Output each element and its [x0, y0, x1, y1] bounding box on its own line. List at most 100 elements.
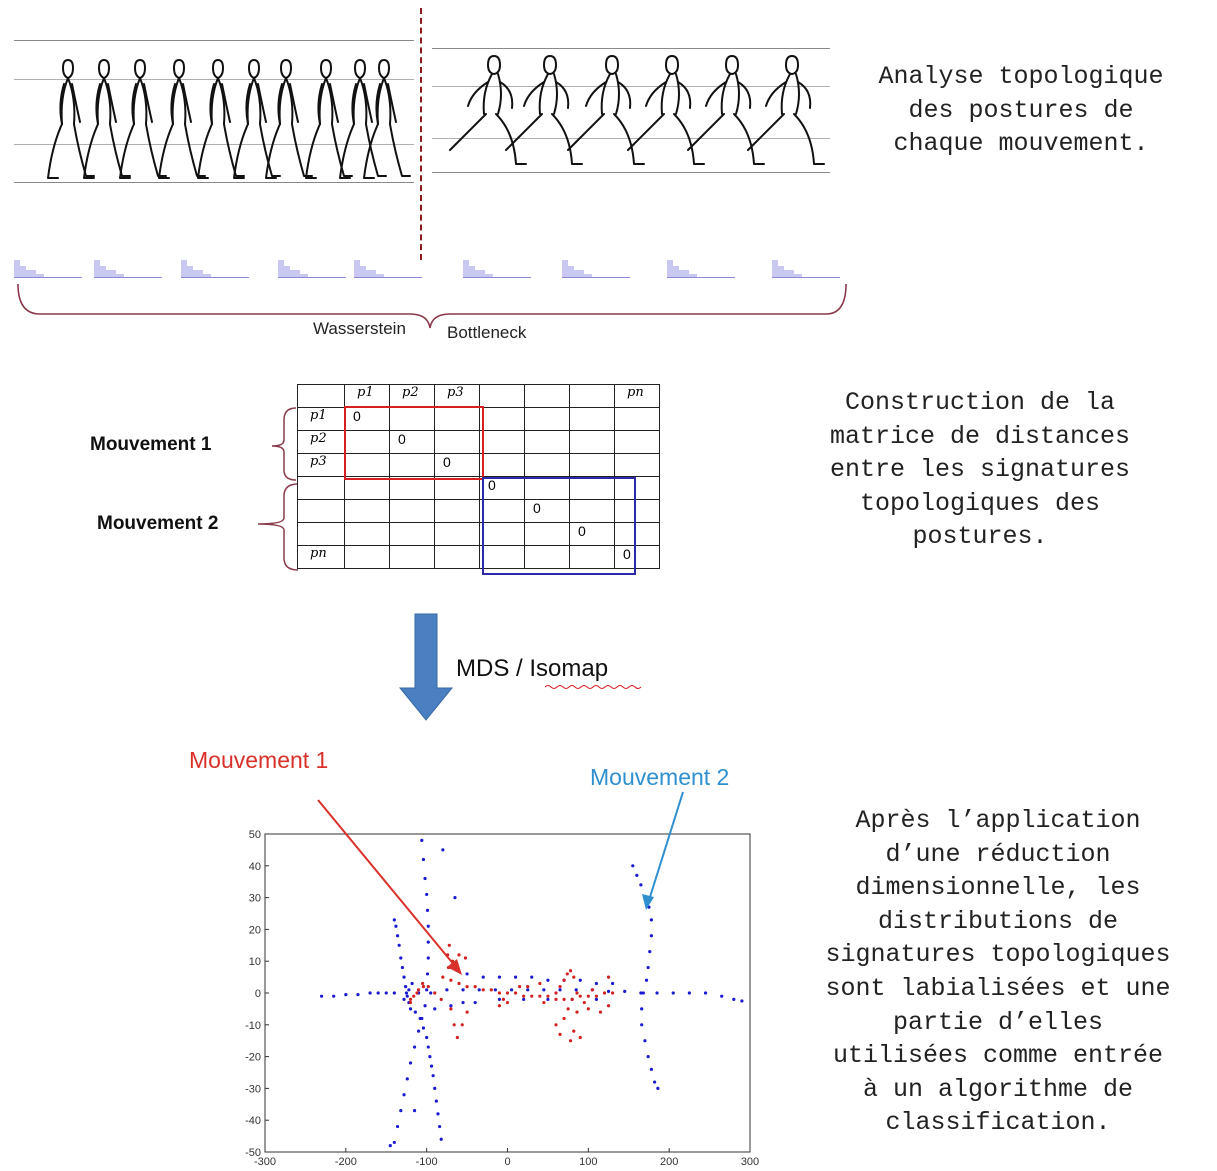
data-point [575, 1010, 579, 1014]
matrix-col-header [297, 384, 345, 408]
matrix-row-label [297, 522, 345, 546]
matrix-cell [479, 407, 525, 431]
data-point [436, 1112, 440, 1116]
data-point [408, 1007, 413, 1011]
data-point [426, 956, 430, 960]
y-tick-label: -40 [245, 1115, 261, 1127]
data-point [446, 965, 451, 970]
data-point [431, 1074, 435, 1078]
matrix-cell [344, 476, 390, 500]
y-tick-label: -10 [245, 1020, 261, 1032]
data-point [481, 988, 485, 992]
running-postures-strip [432, 48, 830, 176]
data-point [582, 1000, 586, 1005]
data-point [426, 985, 430, 989]
data-point [384, 991, 388, 995]
data-point [546, 997, 550, 1001]
y-tick-label: 50 [249, 829, 261, 841]
data-point [405, 1077, 409, 1081]
matrix-cell [614, 430, 660, 454]
matrix-cell [569, 407, 615, 431]
data-point [513, 991, 518, 995]
data-point [497, 975, 502, 979]
running-figure [449, 55, 527, 165]
persistence-diagram-thumbnail [667, 260, 735, 278]
data-point [509, 988, 514, 992]
data-point [575, 991, 579, 995]
data-point [433, 991, 437, 995]
plot-movement-2-label: Mouvement 2 [590, 764, 730, 790]
data-point [395, 1124, 400, 1129]
data-point [376, 991, 380, 995]
x-tick-label: -200 [335, 1156, 357, 1165]
bottleneck-label: Bottleneck [447, 323, 527, 342]
data-point [639, 991, 643, 995]
walking-postures-strip [14, 40, 414, 184]
data-point [356, 992, 360, 997]
data-point [586, 1007, 590, 1011]
data-point [404, 985, 408, 989]
series-mouvement-2 [319, 838, 744, 1148]
data-point [732, 997, 736, 1001]
y-tick-label: 40 [249, 861, 261, 873]
matrix-row: pn 0 [297, 545, 660, 569]
data-point [623, 989, 627, 994]
y-tick-label: 20 [249, 924, 261, 936]
diagonal-zero: 0 [398, 431, 406, 447]
data-point [445, 988, 449, 992]
matrix-cell: 0 [569, 522, 615, 546]
matrix-cell: 0 [434, 453, 480, 477]
data-point [568, 1039, 573, 1043]
data-point [426, 924, 430, 928]
header-description: Analyse topologique des postures de chaq… [878, 62, 1164, 159]
data-point [415, 991, 419, 995]
data-point [421, 857, 426, 862]
x-tick-label: 0 [504, 1156, 510, 1165]
data-point [649, 1067, 653, 1071]
movement-2-block [482, 477, 636, 575]
persistence-diagram-thumbnail [181, 260, 249, 278]
movement-2-label: Mouvement 2 [97, 513, 219, 534]
data-point [640, 1023, 644, 1027]
matrix-cell [434, 499, 480, 523]
data-point [441, 975, 445, 979]
data-point [644, 978, 649, 982]
matrix-cell [569, 430, 615, 454]
matrix-cell [614, 407, 660, 431]
data-point [423, 876, 427, 881]
matrix-cell [614, 453, 660, 477]
matrix-row-label: pn [297, 545, 345, 569]
data-point [473, 985, 477, 989]
persistence-diagram-thumbnail [278, 260, 346, 278]
data-point [643, 1039, 647, 1043]
data-point [465, 985, 469, 989]
data-point [465, 1010, 469, 1014]
matrix-row-label: p3 [297, 453, 345, 477]
data-point [646, 1055, 650, 1059]
matrix-cell: 0 [614, 545, 660, 569]
data-point [457, 981, 461, 986]
data-point [434, 1099, 438, 1103]
data-point [643, 896, 647, 900]
data-point [394, 924, 398, 928]
data-point [433, 1007, 437, 1011]
data-point [425, 908, 430, 912]
matrix-cell [344, 522, 390, 546]
running-figure [505, 55, 583, 165]
data-point [408, 1061, 413, 1065]
data-point [639, 883, 643, 887]
data-point [438, 1124, 442, 1129]
matrix-cell [434, 545, 480, 569]
data-point [441, 848, 445, 852]
data-point [530, 994, 534, 998]
data-point [412, 1045, 417, 1049]
data-point [606, 1004, 611, 1008]
data-point [648, 950, 652, 954]
data-point [421, 981, 425, 986]
data-point [572, 1029, 576, 1033]
matrix-cell [344, 545, 390, 569]
data-point [457, 953, 461, 957]
data-point [578, 978, 582, 982]
data-point [640, 1007, 644, 1011]
data-point [429, 1064, 434, 1068]
